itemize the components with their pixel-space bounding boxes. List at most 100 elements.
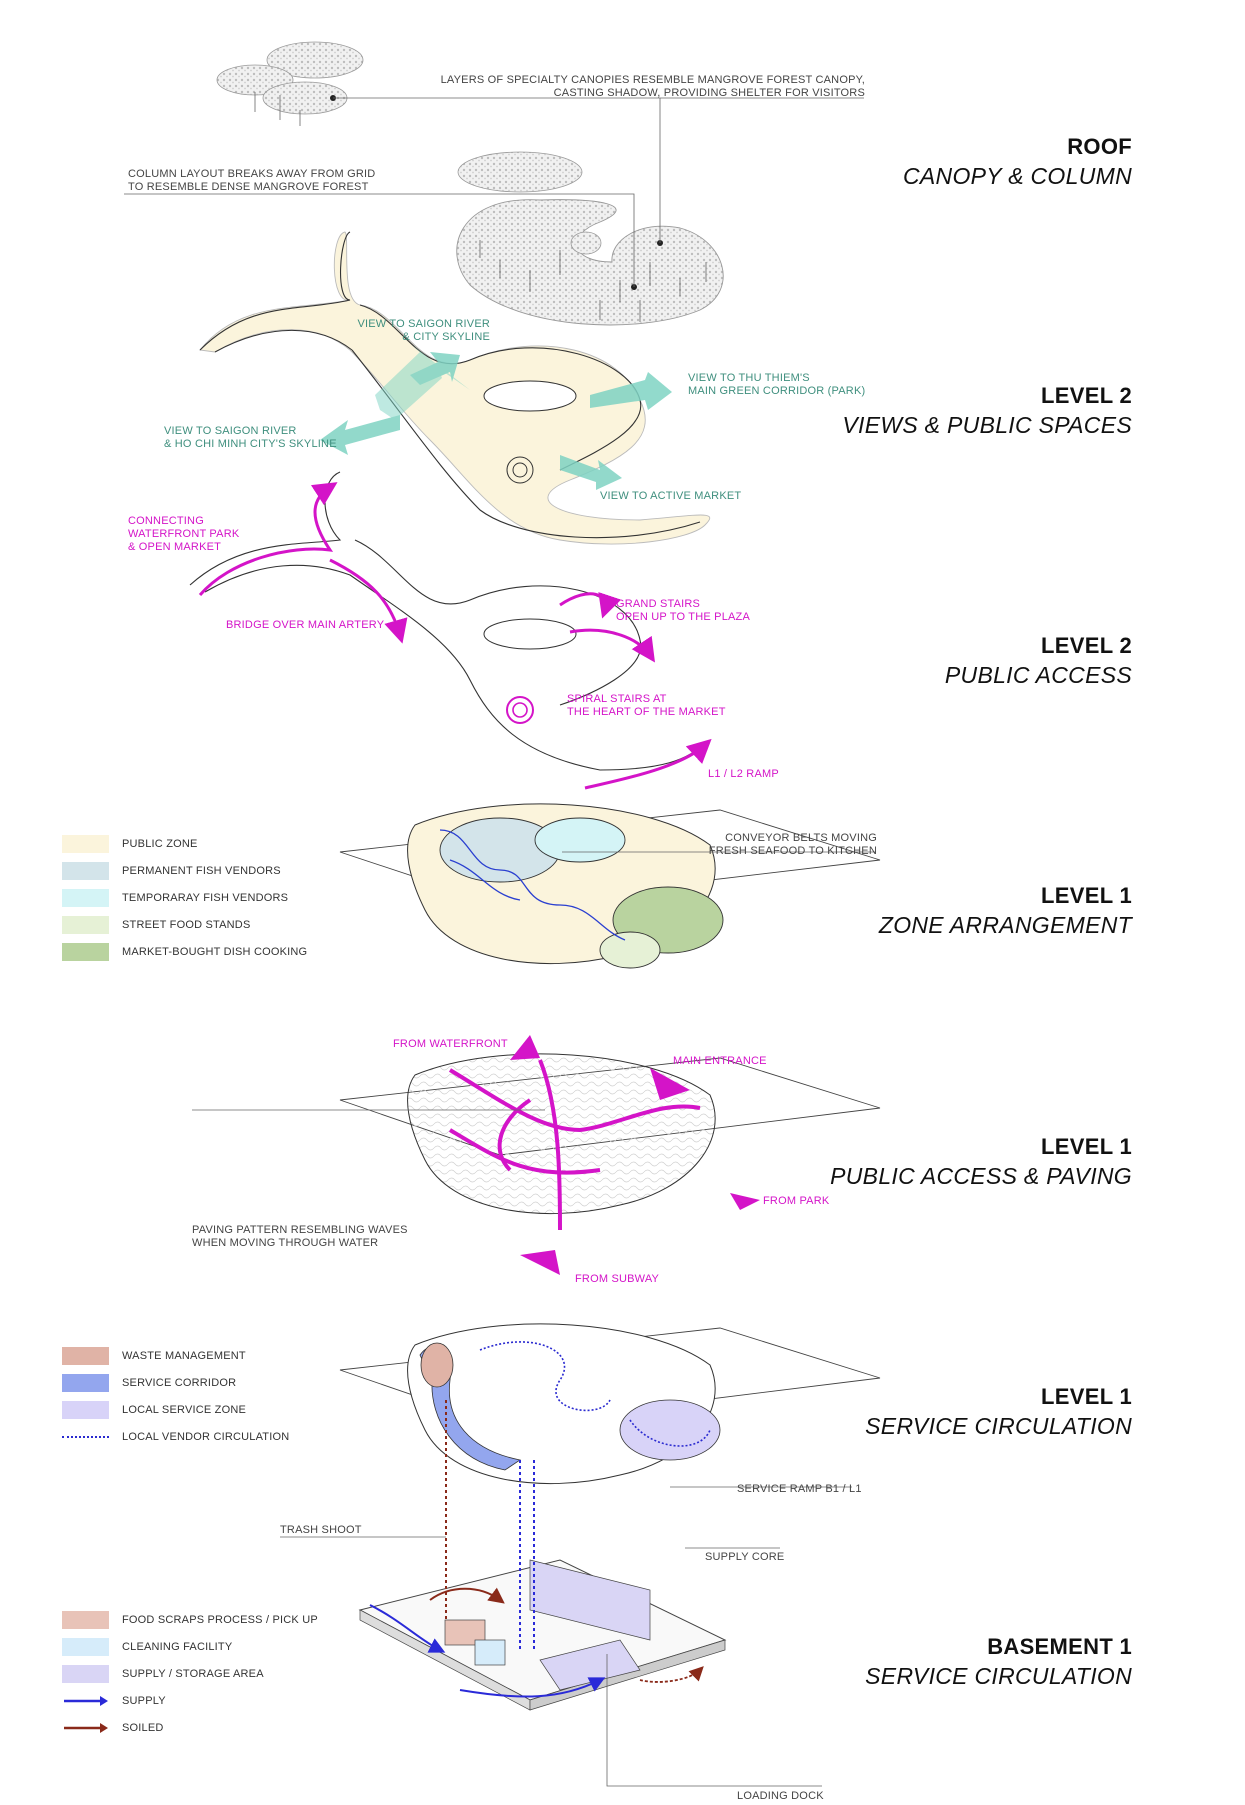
legend-item-public-zone: PUBLIC ZONE (62, 830, 307, 857)
legend-label: WASTE MANAGEMENT (122, 1349, 246, 1362)
level-subtitle: SERVICE CIRCULATION (865, 1663, 1132, 1689)
annotation-line: GRAND STAIRS (616, 598, 701, 610)
legend-item-local-service: LOCAL SERVICE ZONE (62, 1396, 289, 1423)
legend-swatch (62, 1637, 109, 1656)
annotation-line: & OPEN MARKET (128, 541, 222, 553)
view-arrows (320, 345, 672, 490)
annotation-line: CONVEYOR BELTS MOVING (725, 832, 877, 844)
supply-arrow-icon (62, 1692, 109, 1710)
legend-label: LOCAL SERVICE ZONE (122, 1403, 247, 1416)
service-legend: WASTE MANAGEMENT SERVICE CORRIDOR LOCAL … (62, 1342, 289, 1450)
annotation-line: L1 / L2 RAMP (708, 768, 779, 780)
annotation-line: VIEW TO SAIGON RIVER (357, 318, 490, 330)
legend-item-temporary-fish: TEMPORARAY FISH VENDORS (62, 884, 307, 911)
annotation-line: VIEW TO ACTIVE MARKET (600, 490, 742, 502)
annotation-line: FROM SUBWAY (575, 1273, 660, 1285)
legend-label: PERMANENT FISH VENDORS (122, 864, 281, 877)
from-subway-label: FROM SUBWAY (575, 1273, 659, 1286)
from-park-label: FROM PARK (763, 1195, 829, 1208)
legend-item-permanent-fish: PERMANENT FISH VENDORS (62, 857, 307, 884)
annotation-line: TRASH SHOOT (280, 1524, 362, 1536)
annotation-line: OPEN UP TO THE PLAZA (616, 611, 751, 623)
annotation-line: VIEW TO SAIGON RIVER (164, 425, 297, 437)
loading-dock-label: LOADING DOCK (737, 1790, 824, 1803)
roof-leader-lines (124, 97, 864, 287)
ramp-label: L1 / L2 RAMP (708, 768, 779, 781)
annotation-line: SERVICE RAMP B1 / L1 (737, 1483, 862, 1495)
legend-item-cleaning: CLEANING FACILITY (62, 1633, 318, 1660)
level-title: BASEMENT 1 (987, 1634, 1132, 1659)
legend-swatch (62, 1346, 109, 1365)
canopy-annotation: LAYERS OF SPECIALTY CANOPIES RESEMBLE MA… (440, 74, 865, 100)
legend-item-dish-cooking: MARKET-BOUGHT DISH COOKING (62, 938, 307, 965)
annotation-line: CONNECTING (128, 515, 204, 527)
annotation-line: FROM PARK (763, 1195, 830, 1207)
level-subtitle: ZONE ARRANGEMENT (878, 912, 1132, 938)
legend-label: SERVICE CORRIDOR (122, 1376, 237, 1389)
level-title: LEVEL 1 (1041, 883, 1132, 908)
level-subtitle: CANOPY & COLUMN (902, 163, 1132, 189)
legend-label: STREET FOOD STANDS (122, 918, 251, 931)
level1-access-plan (339, 1035, 881, 1275)
annotation-line: MAIN GREEN CORRIDOR (PARK) (688, 385, 866, 397)
legend-swatch (62, 915, 109, 934)
view-river-skyline: VIEW TO SAIGON RIVER & CITY SKYLINE (330, 318, 490, 344)
annotation-line: FROM WATERFRONT (393, 1038, 508, 1050)
legend-swatch (62, 834, 109, 853)
soiled-arrow-icon (62, 1719, 109, 1737)
legend-item-supply: SUPPLY (62, 1687, 318, 1714)
view-active-market: VIEW TO ACTIVE MARKET (600, 490, 741, 503)
legend-item-storage: SUPPLY / STORAGE AREA (62, 1660, 318, 1687)
from-waterfront-label: FROM WATERFRONT (393, 1038, 508, 1051)
legend-item-vendor-circulation: LOCAL VENDOR CIRCULATION (62, 1423, 289, 1450)
legend-swatch (62, 1664, 109, 1683)
legend-item-street-food: STREET FOOD STANDS (62, 911, 307, 938)
annotation-line: WHEN MOVING THROUGH WATER (192, 1237, 379, 1249)
annotation-line: VIEW TO THU THIEM'S (688, 372, 810, 384)
paving-annotation: PAVING PATTERN RESEMBLING WAVES WHEN MOV… (192, 1224, 408, 1250)
level1-service-plan (339, 1323, 881, 1484)
legend-label: SUPPLY / STORAGE AREA (122, 1667, 264, 1680)
connecting-waterfront-label: CONNECTING WATERFRONT PARK & OPEN MARKET (128, 515, 239, 554)
zones-legend: PUBLIC ZONE PERMANENT FISH VENDORS TEMPO… (62, 830, 307, 965)
legend-item-food-scraps: FOOD SCRAPS PROCESS / PICK UP (62, 1606, 318, 1633)
legend-swatch (62, 942, 109, 961)
roof-label: ROOF CANOPY & COLUMN (903, 133, 1132, 191)
annotation-line: & CITY SKYLINE (402, 331, 490, 343)
annotation-line: TO RESEMBLE DENSE MANGROVE FOREST (128, 181, 369, 193)
annotation-line: MAIN ENTRANCE (673, 1055, 767, 1067)
legend-swatch (62, 1400, 109, 1419)
legend-label: CLEANING FACILITY (122, 1640, 233, 1653)
annotation-leader-lines (192, 851, 876, 1787)
legend-item-waste: WASTE MANAGEMENT (62, 1342, 289, 1369)
level-title: ROOF (1067, 134, 1132, 159)
legend-swatch (62, 888, 109, 907)
annotation-line: LOADING DOCK (737, 1790, 824, 1802)
basement-legend: FOOD SCRAPS PROCESS / PICK UP CLEANING F… (62, 1606, 318, 1741)
grand-stairs-label: GRAND STAIRS OPEN UP TO THE PLAZA (616, 598, 750, 624)
trash-shoot-label: TRASH SHOOT (280, 1524, 362, 1537)
annotation-line: SUPPLY CORE (705, 1551, 785, 1563)
annotation-line: BRIDGE OVER MAIN ARTERY (226, 619, 385, 631)
public-access-arrows (198, 482, 712, 790)
level-title: LEVEL 2 (1041, 383, 1132, 408)
level-title: LEVEL 1 (1041, 1134, 1132, 1159)
annotation-line: SPIRAL STAIRS AT (567, 693, 667, 705)
annotation-line: CASTING SHADOW, PROVIDING SHELTER FOR VI… (553, 87, 865, 99)
annotation-line: COLUMN LAYOUT BREAKS AWAY FROM GRID (128, 168, 376, 180)
view-hcmc-skyline: VIEW TO SAIGON RIVER & HO CHI MINH CITY'… (164, 425, 337, 451)
level-subtitle: PUBLIC ACCESS (944, 662, 1132, 688)
legend-item-soiled: SOILED (62, 1714, 318, 1741)
annotation-line: LAYERS OF SPECIALTY CANOPIES RESEMBLE MA… (440, 74, 865, 86)
legend-label: LOCAL VENDOR CIRCULATION (122, 1430, 290, 1443)
legend-swatch (62, 1610, 109, 1629)
supply-core-label: SUPPLY CORE (705, 1551, 784, 1564)
level-subtitle: SERVICE CIRCULATION (865, 1413, 1132, 1439)
legend-item-service-corridor: SERVICE CORRIDOR (62, 1369, 289, 1396)
